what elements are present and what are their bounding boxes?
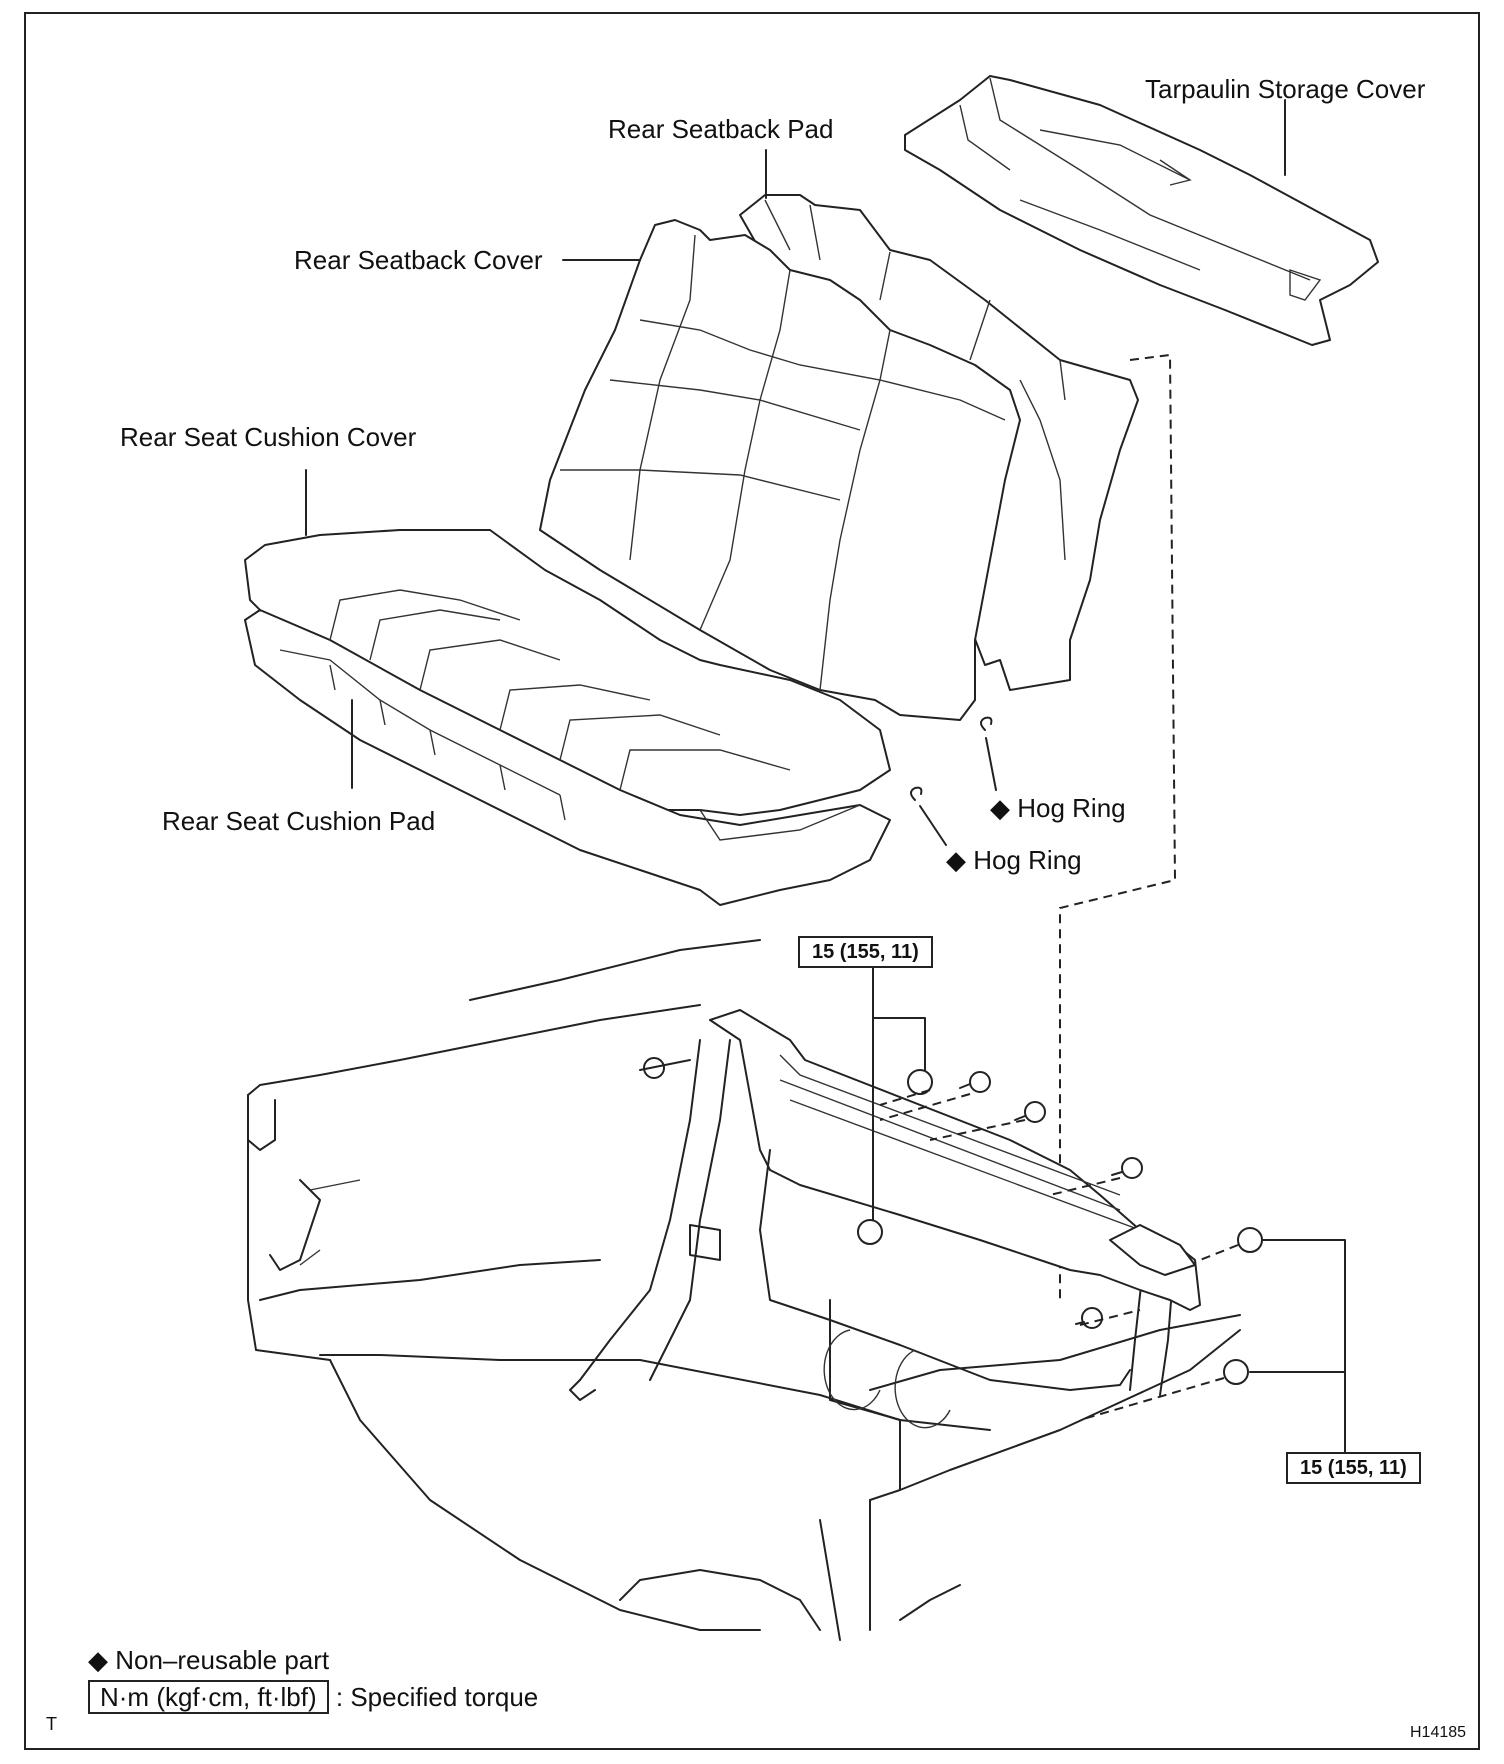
label-rear-seat-cushion-cover: Rear Seat Cushion Cover [120, 422, 417, 452]
torque-spec-lower: 15 (155, 11) [1286, 1452, 1421, 1484]
legend-non-reusable: ◆ Non–reusable part [88, 1645, 329, 1675]
rear-seatback-cover-drawing [539, 219, 1066, 721]
non-reusable-diamond-icon: ◆ [946, 845, 966, 875]
hog-ring-drawings [910, 716, 997, 846]
legend-torque-unit-box: N·m (kgf·cm, ft·lbf) [88, 1680, 329, 1714]
non-reusable-diamond-icon: ◆ [990, 793, 1010, 823]
seat-mounting-frame-drawing [709, 1009, 1201, 1431]
label-rear-seat-cushion-pad: Rear Seat Cushion Pad [162, 806, 436, 836]
non-reusable-diamond-icon: ◆ [88, 1645, 108, 1675]
label-tarpaulin-storage-cover: Tarpaulin Storage Cover [1145, 74, 1426, 104]
corner-mark: T [46, 1714, 57, 1734]
legend-torque-text: : Specified torque [335, 1682, 539, 1712]
hog-ring-lower-text: Hog Ring [973, 845, 1082, 875]
legend-torque: N·m (kgf·cm, ft·lbf) : Specified torque [88, 1680, 538, 1714]
torque-spec-upper: 15 (155, 11) [798, 936, 933, 968]
rear-seat-cushion-drawing [244, 529, 891, 906]
label-rear-seatback-pad: Rear Seatback Pad [608, 114, 834, 144]
figure-frame [24, 12, 1480, 1750]
label-rear-seatback-cover: Rear Seatback Cover [294, 245, 543, 275]
tarpaulin-storage-cover-drawing [904, 75, 1379, 346]
figure-code: H14185 [1410, 1724, 1467, 1741]
label-hog-ring-upper: ◆ Hog Ring [990, 793, 1126, 823]
label-hog-ring-lower: ◆ Hog Ring [946, 845, 1082, 875]
hog-ring-upper-text: Hog Ring [1017, 793, 1126, 823]
legend-non-reusable-text: Non–reusable part [115, 1645, 330, 1675]
bolt-drawings [639, 1057, 1263, 1385]
